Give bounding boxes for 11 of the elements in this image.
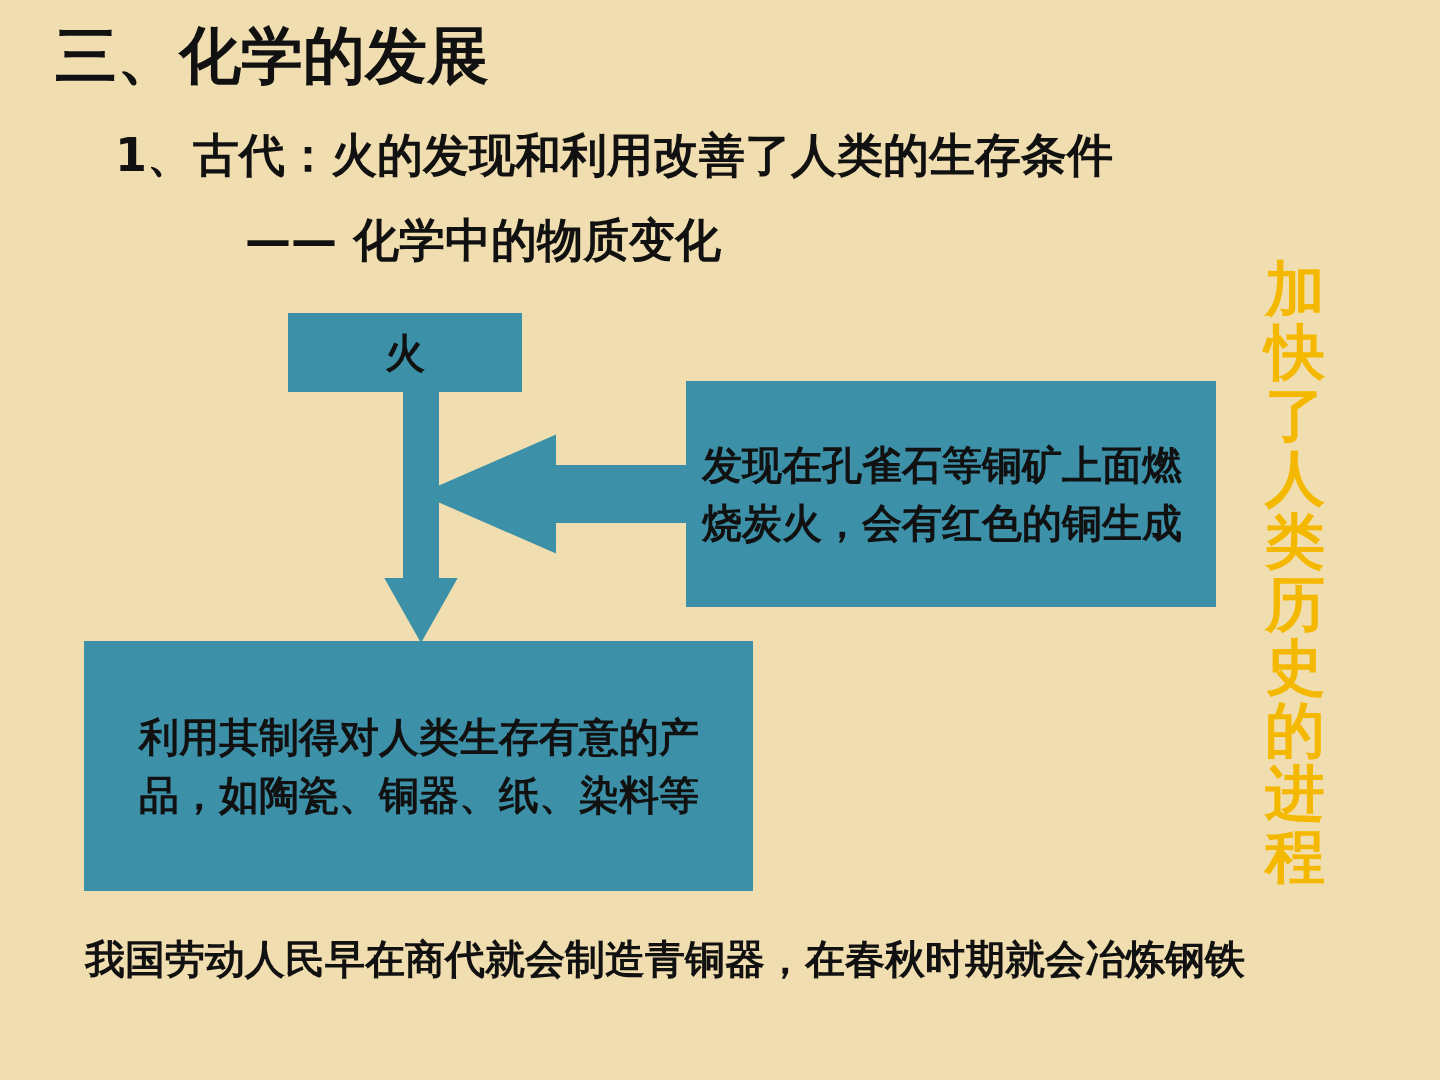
process-box	[84, 641, 753, 891]
subtitle: 1、古代：火的发现和利用改善了人类的生存条件	[115, 127, 1114, 184]
block-arrow	[384, 391, 458, 644]
slide-title: 三、化学的发展	[55, 18, 489, 94]
process-box	[686, 381, 1216, 607]
subtitle: —— 化学中的物质变化	[245, 212, 722, 269]
process-box	[288, 313, 522, 392]
box-text: 发现在孔雀石等铜矿上面燃烧炭火，会有红色的铜生成	[702, 441, 1183, 548]
box-text: 火	[385, 328, 425, 378]
box-text: 利用其制得对人类生存有意的产品，如陶瓷、铜器、纸、染料等	[137, 713, 700, 820]
note-text: 我国劳动人民早在商代就会制造青铜器，在春秋时期就会冶炼钢铁	[85, 935, 1246, 984]
